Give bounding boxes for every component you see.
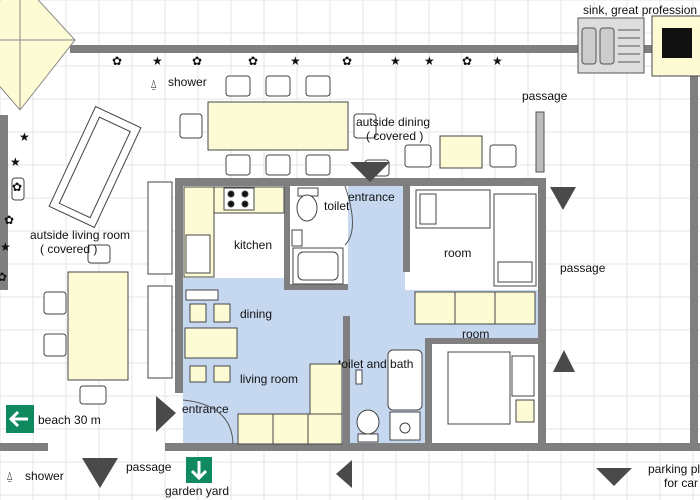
plant-star-icon: ★ — [492, 54, 503, 68]
flower-icon: ✿ — [192, 54, 202, 68]
room-top-beds — [415, 189, 537, 287]
plant-star-icon: ★ — [19, 130, 30, 144]
parking-label-2: for car — [664, 476, 698, 490]
plant-star-icon: ★ — [424, 54, 435, 68]
outside-dining-label: autside dining — [356, 115, 430, 129]
outside-living-covered-label: ( covered ) — [40, 242, 97, 256]
passage-ladder — [535, 111, 545, 173]
outside-dining-covered-label: ( covered ) — [366, 129, 423, 143]
outside-living-furniture — [11, 105, 173, 405]
room-bottom-bed — [447, 351, 535, 425]
living-room-label: living room — [240, 372, 298, 386]
sink-label: sink, great profession — [583, 3, 697, 17]
garden-yard-label: garden yard — [165, 484, 229, 498]
entrance-top-label: entrance — [348, 190, 395, 204]
umbrella — [0, 0, 76, 111]
left-fence — [0, 115, 8, 290]
kitchen-label: kitchen — [234, 238, 272, 252]
outside-living-label: autside living room — [30, 228, 130, 242]
stove — [651, 15, 700, 77]
wardrobes — [414, 291, 536, 325]
exit-arrow-down-icon — [186, 457, 212, 483]
entrance-top-door[interactable] — [344, 185, 353, 246]
plant-star-icon: ★ — [10, 155, 21, 169]
shower-bottom-label: shower — [25, 469, 64, 483]
passage-right-label: passage — [560, 261, 606, 275]
bath-fittings — [355, 349, 423, 443]
shower-bottom-icon: ⍙ — [6, 469, 13, 483]
direction-triangle-icon — [82, 162, 632, 488]
dining-furniture — [184, 303, 238, 383]
walls — [0, 178, 700, 451]
flower-icon: ✿ — [462, 54, 472, 68]
flower-icon: ✿ — [0, 270, 7, 284]
top-fence — [70, 45, 700, 53]
plant-star-icon: ★ — [290, 54, 301, 68]
beach-label: beach 30 m — [38, 413, 101, 427]
room-bottom-label: room — [462, 327, 489, 341]
plant-star-icon: ★ — [152, 54, 163, 68]
entrance-bottom-door[interactable] — [182, 399, 234, 445]
right-fence — [690, 60, 698, 450]
exit-arrow-left-icon — [6, 405, 34, 433]
outside-dining-furniture — [179, 75, 517, 177]
room-top-label: room — [444, 246, 471, 260]
flower-icon: ✿ — [4, 213, 14, 227]
sink — [577, 17, 645, 74]
toilet-label: toilet — [324, 199, 350, 213]
passage-bottom-label: passage — [126, 460, 172, 474]
toilet-fittings — [291, 187, 344, 285]
entrance-bottom-label: entrance — [182, 402, 229, 416]
dining-label: dining — [240, 307, 272, 321]
parking-label: parking pl — [648, 462, 700, 476]
flower-row: ✿ ★ ✿ ✿ ★ ✿ ★ ★ ✿ ★ ★ ★ ✿ ✿ ★ ✿ — [0, 54, 503, 284]
shower-top-label: shower — [168, 75, 207, 89]
kitchen-fittings — [183, 186, 285, 301]
plant-star-icon: ★ — [390, 54, 401, 68]
sofa — [237, 363, 343, 445]
flower-icon: ✿ — [112, 54, 122, 68]
plant-star-icon: ★ — [0, 240, 11, 254]
passage-top-label: passage — [522, 89, 568, 103]
flower-icon: ✿ — [248, 54, 258, 68]
flower-icon: ✿ — [12, 180, 22, 194]
shower-icon: ⍙ — [150, 77, 157, 91]
flower-icon: ✿ — [342, 54, 352, 68]
toilet-bath-label: toilet and bath — [338, 357, 413, 371]
